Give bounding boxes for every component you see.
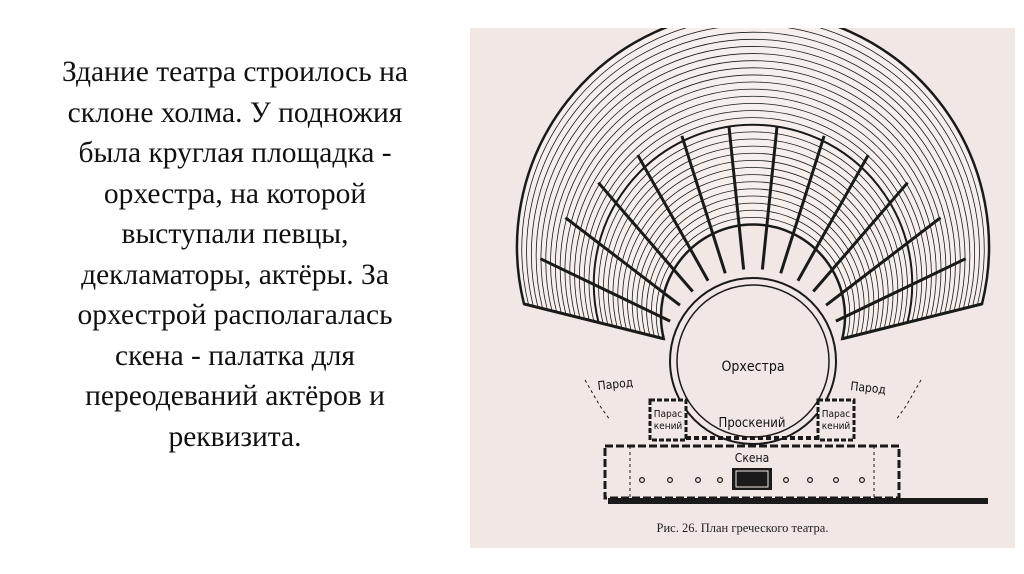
paraskenion-left-label: Парас	[654, 409, 683, 420]
stair-aisle	[539, 257, 671, 323]
seat-row	[651, 209, 855, 337]
text-line: орхестра, на которой	[103, 177, 367, 210]
skene-column	[807, 477, 814, 484]
paraskenion-left	[648, 398, 688, 442]
paraskenion-right	[816, 398, 856, 442]
skene-door-hatch	[735, 470, 769, 488]
orchestra-label: Орхестра	[721, 359, 784, 375]
text-line: переодеваний актёров и	[85, 380, 385, 412]
seat-row	[559, 74, 947, 315]
theater-plan-figure: Орхестра Парод Парод Парас кений Парас к…	[470, 28, 1015, 548]
seat-row	[612, 152, 894, 328]
skene-column	[783, 477, 790, 484]
theatron-outline	[515, 28, 991, 341]
stair-aisle	[636, 154, 710, 282]
seat-row	[564, 81, 942, 316]
text-line: Здание театра строилось на	[62, 56, 408, 88]
proskenion-label: Проскений	[719, 416, 786, 431]
seat-row	[603, 138, 903, 325]
seat-row	[555, 67, 951, 314]
seat-row	[521, 28, 985, 306]
text-line: была круглая площадка -	[78, 137, 392, 169]
paraskenion-left-label: кений	[654, 421, 683, 432]
seat-row	[598, 131, 908, 324]
stair-aisle	[597, 181, 694, 293]
stair-aisle	[760, 126, 779, 270]
skene-column	[859, 477, 866, 484]
skene-columns	[639, 477, 866, 484]
seat-row	[526, 28, 980, 307]
seat-row	[574, 95, 932, 318]
text-line: декламаторы, актёры. За	[81, 258, 389, 291]
paraskenion-right-label: кений	[822, 421, 851, 432]
skena-label: Скена	[735, 451, 769, 465]
stair-aisle	[825, 216, 942, 307]
seat-row	[592, 123, 914, 323]
seat-row	[641, 195, 865, 335]
skene-column	[695, 477, 702, 484]
seat-row	[588, 117, 918, 322]
seat-row	[607, 145, 899, 327]
text-line: скена - палатка для	[115, 339, 355, 372]
text-line: склоне холма. У подножия	[67, 96, 403, 129]
parodos-right-outline	[895, 379, 922, 421]
stair-aisle	[812, 181, 909, 293]
seat-row	[646, 202, 860, 336]
stair-aisle	[680, 135, 727, 274]
stair-aisle	[796, 154, 870, 282]
skene-column	[833, 477, 840, 484]
seat-row	[569, 88, 937, 317]
skene-door	[732, 468, 772, 490]
seat-row	[545, 53, 961, 311]
orchestra-ring-outer	[669, 277, 837, 445]
seat-row	[627, 174, 879, 331]
parodos-right-label: Парод	[850, 379, 887, 397]
stair-aisle	[727, 126, 746, 270]
text-line: реквизита.	[168, 420, 302, 453]
seat-row	[540, 46, 966, 310]
skene-building	[603, 444, 901, 500]
text-line: орхестрой располагалась	[77, 299, 393, 331]
slide-text: Здание театра строилось на склоне холма.…	[0, 52, 470, 457]
seat-row	[535, 38, 971, 309]
seat-row	[622, 167, 884, 330]
ground-line	[608, 498, 988, 504]
stair-aisle	[564, 216, 681, 307]
text-line: выступали певцы,	[121, 218, 349, 250]
stair-aisle	[523, 302, 665, 341]
stair-aisle	[841, 302, 983, 341]
seat-row	[550, 60, 956, 313]
seat-row	[636, 188, 870, 334]
theatron-seating	[515, 28, 991, 341]
seat-row	[531, 31, 975, 308]
figure-caption: Рис. 26. План греческого театра.	[656, 521, 829, 535]
stair-aisle	[835, 257, 967, 323]
skene-column	[639, 477, 646, 484]
parodos-left-outline	[584, 379, 611, 421]
theater-plan-drawing: Орхестра Парод Парод Парас кений Парас к…	[515, 28, 991, 504]
seat-row	[583, 110, 923, 321]
seat-row	[579, 103, 927, 320]
stair-aisles	[523, 126, 983, 341]
seat-row	[617, 160, 889, 329]
seat-row	[631, 181, 875, 332]
skene-column	[667, 477, 674, 484]
paraskenion-right-label: Парас	[822, 409, 851, 420]
stair-aisle	[779, 135, 826, 274]
skene-column	[717, 477, 724, 484]
parodos-left-label: Парод	[597, 375, 634, 393]
seat-row	[655, 217, 851, 338]
